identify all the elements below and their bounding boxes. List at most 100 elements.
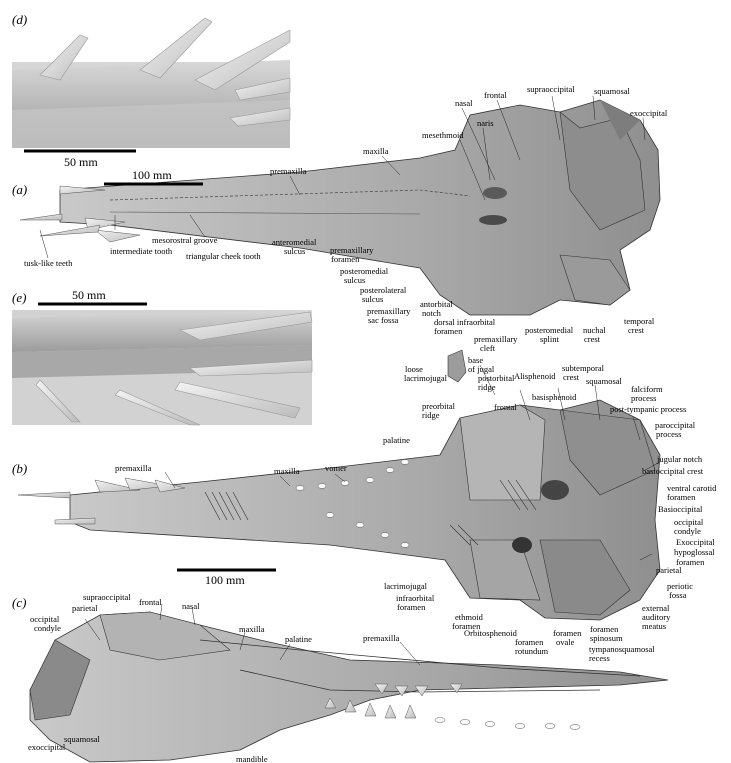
- label-a: posteromedial: [525, 325, 574, 335]
- label-a: notch: [422, 308, 442, 318]
- panel-letter-a: (a): [12, 182, 27, 197]
- label-a: foramen: [331, 254, 360, 264]
- label-b: lacrimojugal: [384, 581, 428, 591]
- label-c: mandible: [236, 754, 268, 763]
- label-c: nasal: [182, 601, 200, 611]
- photo-panel-e: [12, 310, 313, 426]
- hatched-area: [204, 479, 537, 546]
- label-b: tympanosquamosal: [589, 644, 655, 654]
- label-b: subtemporal: [562, 363, 605, 373]
- photo-panel-d: [12, 17, 291, 148]
- label-b: ventral carotid: [667, 483, 717, 493]
- label-b: lacrimojugal: [404, 373, 448, 383]
- label-a: premaxillary: [367, 306, 411, 316]
- label-a: nuchal: [583, 325, 606, 335]
- panel-letter-c: (c): [12, 595, 26, 610]
- label-b: post-tympanic process: [610, 404, 686, 414]
- label-a: posterolateral: [360, 285, 407, 295]
- label-a: nasal: [455, 98, 473, 108]
- label-b: falciform: [631, 384, 663, 394]
- label-c: condyle: [34, 623, 61, 633]
- label-b: hypoglossal: [674, 547, 715, 557]
- label-a: triangular cheek tooth: [186, 251, 261, 261]
- label-b: condyle: [674, 526, 701, 536]
- label-b: Exoccipital: [676, 537, 715, 547]
- label-b: recess: [589, 653, 610, 663]
- label-b: preorbital: [422, 401, 456, 411]
- skull-ventral-view: [17, 349, 661, 621]
- label-a: mesethmoid: [422, 130, 464, 140]
- label-c: squamosal: [64, 734, 101, 744]
- skull-dorsal-view: [19, 99, 661, 316]
- label-b: Alisphenoid: [514, 371, 556, 381]
- label-a: posteromedial: [340, 266, 389, 276]
- label-b: spinosum: [590, 633, 623, 643]
- label-a: tusk-like teeth: [24, 258, 73, 268]
- label-b: basioccipital crest: [642, 466, 704, 476]
- label-a: crest: [584, 334, 601, 344]
- label-a: anteromedial: [272, 237, 317, 247]
- labels-panel-b: loose lacrimojugal base of jugal postorb…: [115, 355, 717, 663]
- label-a: dorsal infraorbital: [434, 317, 496, 327]
- label-a: premaxillary: [474, 334, 518, 344]
- label-c: maxilla: [239, 624, 265, 634]
- label-b: ovale: [556, 637, 575, 647]
- label-a: premaxilla: [270, 166, 307, 176]
- label-a: premaxillary: [330, 245, 374, 255]
- panel-letter-b: (b): [12, 461, 27, 476]
- label-a: maxilla: [363, 146, 389, 156]
- scale-label-d: 50 mm: [64, 155, 98, 169]
- label-a: crest: [628, 325, 645, 335]
- label-b: process: [656, 429, 682, 439]
- label-b: occipital: [674, 517, 704, 527]
- label-a: antorbital: [420, 299, 453, 309]
- label-b: premaxilla: [115, 463, 152, 473]
- label-a: sac fossa: [368, 315, 399, 325]
- label-b: auditory: [642, 612, 671, 622]
- label-b: of jugal: [468, 364, 495, 374]
- label-a: foramen: [434, 326, 463, 336]
- label-b: crest: [563, 372, 580, 382]
- label-a: supraoccipital: [527, 84, 575, 94]
- label-a: squamosal: [594, 86, 631, 96]
- label-a: exoccipital: [630, 108, 668, 118]
- label-b: vomer: [325, 463, 347, 473]
- label-b: foramen: [515, 637, 544, 647]
- label-a: sulcus: [362, 294, 383, 304]
- label-c: frontal: [139, 597, 162, 607]
- label-b: fossa: [669, 590, 687, 600]
- label-b: ridge: [422, 410, 440, 420]
- label-a: naris: [477, 118, 494, 128]
- label-c: palatine: [285, 634, 312, 644]
- label-b: jugular notch: [656, 454, 703, 464]
- label-b: paroccipital: [655, 420, 696, 430]
- label-b: infraorbital: [396, 593, 435, 603]
- label-b: foramen: [667, 492, 696, 502]
- label-a: cleft: [480, 343, 496, 353]
- panel-letter-d: (d): [12, 12, 27, 27]
- label-b: rotundum: [515, 646, 548, 656]
- label-b: palatine: [383, 435, 410, 445]
- label-b: basisphenoid: [532, 392, 577, 402]
- panel-letter-e: (e): [12, 290, 26, 305]
- labels-panel-c: supraoccipital parietal frontal nasal oc…: [28, 592, 400, 763]
- label-a: sulcus: [284, 246, 305, 256]
- label-b: maxilla: [274, 466, 300, 476]
- label-b: parietal: [656, 565, 682, 575]
- label-b: Orbitosphenoid: [464, 628, 518, 638]
- label-c: supraoccipital: [83, 592, 131, 602]
- label-b: periotic: [667, 581, 693, 591]
- label-b: ethmoid: [455, 612, 484, 622]
- label-c: occipital: [30, 614, 60, 624]
- label-c: exoccipital: [28, 742, 66, 752]
- label-b: foramen: [397, 602, 426, 612]
- label-b: squamosal: [586, 376, 623, 386]
- label-b: ridge: [478, 382, 496, 392]
- label-a: splint: [540, 334, 560, 344]
- label-a: temporal: [624, 316, 655, 326]
- label-a: mesorostral groove: [152, 235, 218, 245]
- labels-panel-a: nasal frontal supraoccipital squamosal n…: [24, 84, 668, 353]
- label-c: parietal: [72, 603, 98, 613]
- scale-label-e: 50 mm: [72, 288, 106, 302]
